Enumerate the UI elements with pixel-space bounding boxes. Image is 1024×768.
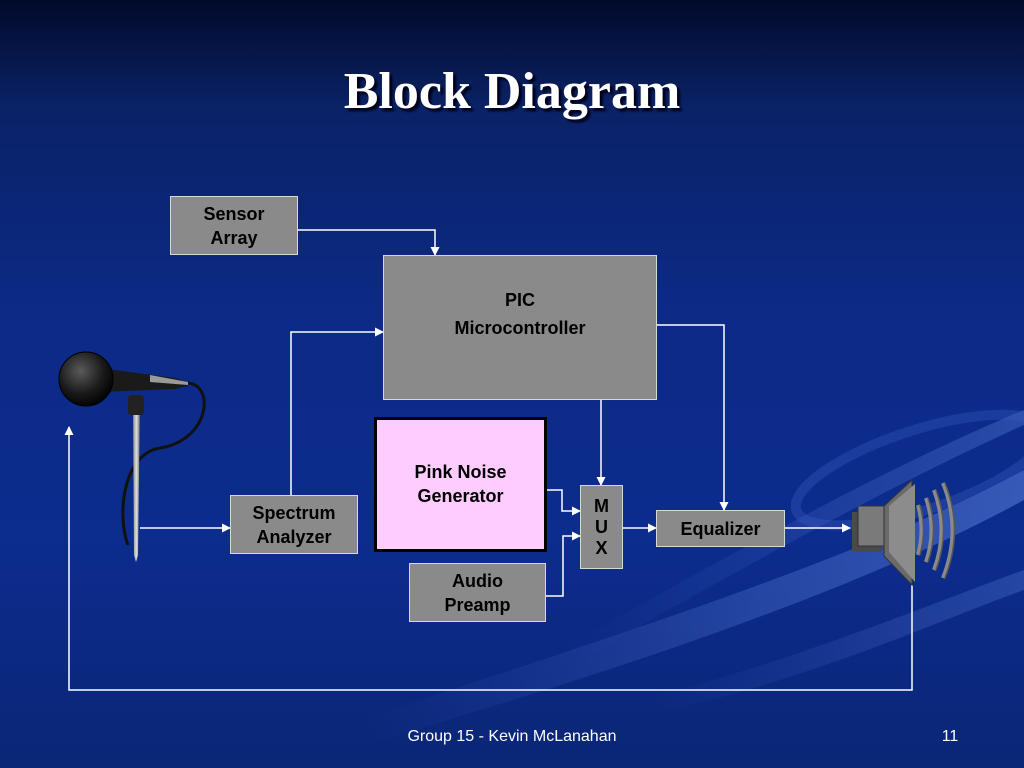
sensor-array-line2: Array: [210, 227, 258, 248]
spectrum-line2: Analyzer: [256, 526, 332, 547]
spectrum-line1: Spectrum: [252, 502, 336, 523]
sensor-array-line1: Sensor: [203, 203, 265, 224]
pic-line1: PIC: [504, 290, 535, 310]
wire-sensor-to-pic: [298, 229, 440, 256]
spectrum-analyzer-block: Spectrum Analyzer: [230, 495, 358, 554]
page-number: 11: [941, 728, 959, 745]
mux-block: M U X: [580, 485, 623, 569]
pic-microcontroller-block: PIC Microcontroller: [383, 255, 657, 400]
wire-spectrum-to-pic: [290, 327, 384, 495]
pink-noise-generator-block: Pink Noise Generator: [374, 417, 547, 552]
wire-pinknoise-to-mux: [547, 489, 581, 516]
pic-line2: Microcontroller: [454, 318, 586, 338]
mux-line1: M: [594, 495, 609, 516]
mux-line3: X: [595, 537, 608, 558]
equalizer-line1: Equalizer: [680, 518, 761, 539]
wire-feedback-loop: [64, 426, 913, 691]
footer-text: Group 15 - Kevin McLanahan: [407, 728, 617, 745]
wire-pic-to-equalizer: [657, 324, 729, 511]
sensor-array-block: Sensor Array: [170, 196, 298, 255]
equalizer-block: Equalizer: [656, 510, 785, 547]
pink-noise-line1: Pink Noise: [414, 462, 507, 482]
audio-preamp-line1: Audio: [452, 570, 503, 591]
audio-preamp-line2: Preamp: [444, 594, 511, 615]
wire-preamp-to-mux: [546, 531, 581, 597]
audio-preamp-block: Audio Preamp: [409, 563, 546, 622]
pink-noise-line2: Generator: [417, 486, 504, 506]
mux-line2: U: [595, 516, 608, 537]
page-title: Block Diagram: [343, 63, 681, 120]
